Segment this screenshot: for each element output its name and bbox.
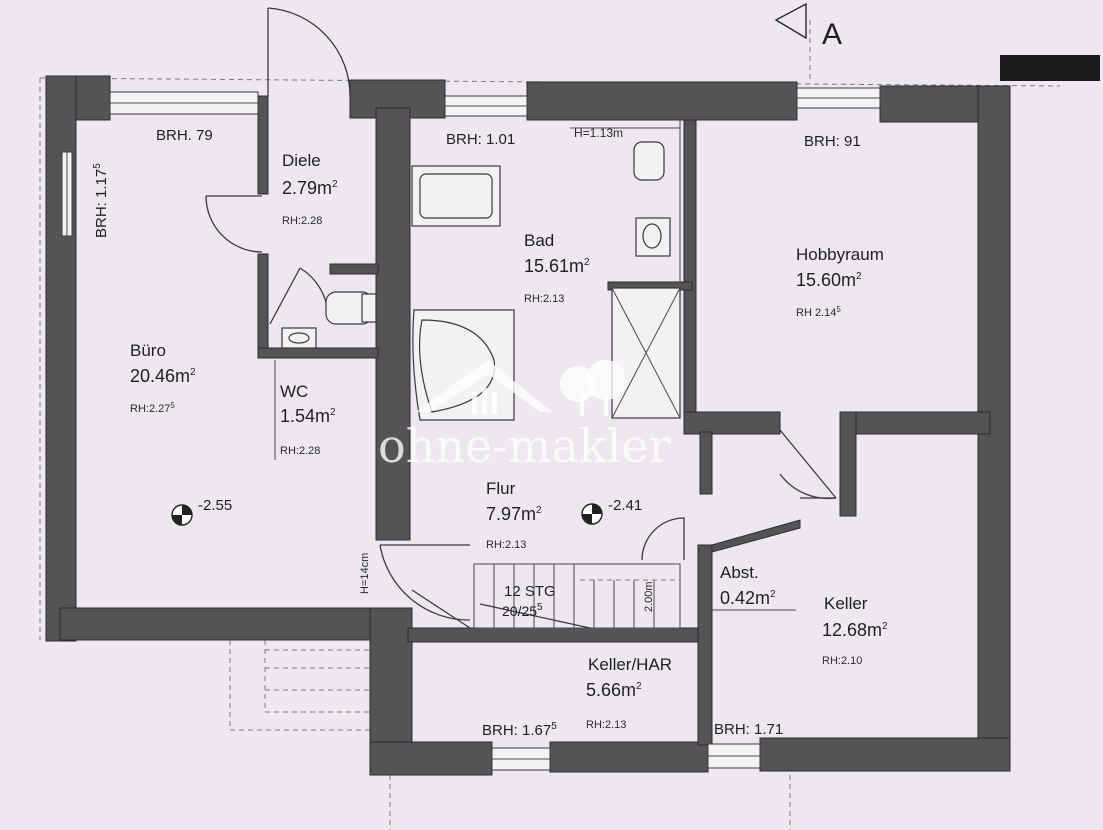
room-bad: Bad 15.61m2 RH:2.13 (524, 231, 590, 305)
room-area: 12.68m2 (822, 620, 888, 640)
stair-steps: 12 STG (504, 583, 556, 600)
doors (205, 7, 837, 629)
room-buero: Büro 20.46m2 RH:2.275 (130, 341, 196, 415)
brh-labels: BRH. 79 BRH: 1.175 BRH: 1.01 H=1.13m BRH… (92, 126, 861, 739)
interior-walls (257, 95, 991, 746)
room-kellerhar: Keller/HAR 5.66m2 RH:2.13 (586, 655, 672, 731)
room-area: 0.42m2 (720, 588, 776, 608)
watermark-text: ohne-makler (378, 419, 671, 473)
room-height: RH:2.275 (130, 401, 175, 415)
room-height: RH:2.10 (822, 655, 862, 667)
sanitary-fixtures (281, 120, 681, 421)
section-marker: A (774, 2, 842, 51)
room-area: 15.61m2 (524, 256, 590, 276)
room-area: 20.46m2 (130, 366, 196, 386)
room-height: RH:2.28 (280, 445, 320, 457)
room-area: 15.60m2 (796, 270, 862, 290)
room-name: Keller/HAR (588, 655, 672, 674)
level-flur: -2.41 (608, 497, 642, 514)
windows (61, 87, 881, 771)
room-name: WC (280, 382, 308, 401)
brh-hobby: BRH: 91 (804, 133, 861, 150)
room-keller: Keller 12.68m2 RH:2.10 (822, 594, 888, 667)
brh-buero-top: BRH. 79 (156, 127, 213, 144)
level-buero: -2.55 (198, 497, 232, 514)
room-area: 2.79m2 (282, 178, 338, 198)
section-marker-label: A (822, 18, 842, 51)
room-area: 7.97m2 (486, 504, 542, 524)
room-height: RH:2.28 (282, 215, 322, 227)
room-abst: Abst. 0.42m2 (712, 563, 796, 611)
level-marker-buero: -2.55 (171, 497, 232, 526)
room-area: 5.66m2 (586, 680, 642, 700)
brh-buero-side: BRH: 1.175 (92, 163, 110, 238)
brh-kellerhar: BRH: 1.675 (482, 721, 557, 739)
stair-height: 2.00m (643, 581, 655, 612)
stairs (473, 563, 681, 629)
room-name: Abst. (720, 563, 759, 582)
brh-keller: BRH: 1.71 (714, 721, 783, 738)
brh-bad-height: H=1.13m (574, 126, 623, 140)
room-diele: Diele 2.79m2 RH:2.28 (282, 151, 338, 227)
room-height: RH:2.13 (486, 539, 526, 551)
room-height: RH:2.13 (586, 719, 626, 731)
room-height: RH:2.13 (524, 293, 564, 305)
toilet-bad-icon (633, 141, 665, 181)
stair-labels: 12 STG 20/255 2.00m (502, 581, 655, 619)
room-name: Hobbyraum (796, 245, 884, 264)
room-name: Büro (130, 341, 166, 360)
room-flur: Flur 7.97m2 RH:2.13 (486, 479, 542, 551)
level-marker-flur: -2.41 (581, 497, 642, 525)
room-name: Keller (824, 594, 868, 613)
room-wc: WC 1.54m2 RH:2.28 (274, 360, 336, 460)
room-height: RH 2.145 (796, 305, 841, 319)
door-height-note: H=14cm (359, 553, 371, 594)
exterior-walls (45, 55, 1100, 776)
outline-dashes (39, 20, 1061, 830)
room-name: Bad (524, 231, 554, 250)
room-area: 1.54m2 (280, 406, 336, 426)
watermark: ohne-makler (378, 360, 671, 473)
room-name: Flur (486, 479, 516, 498)
room-name: Diele (282, 151, 321, 170)
brh-bad: BRH: 1.01 (446, 131, 515, 148)
stair-ratio: 20/255 (502, 602, 543, 619)
room-hobby: Hobbyraum 15.60m2 RH 2.145 (796, 245, 884, 319)
